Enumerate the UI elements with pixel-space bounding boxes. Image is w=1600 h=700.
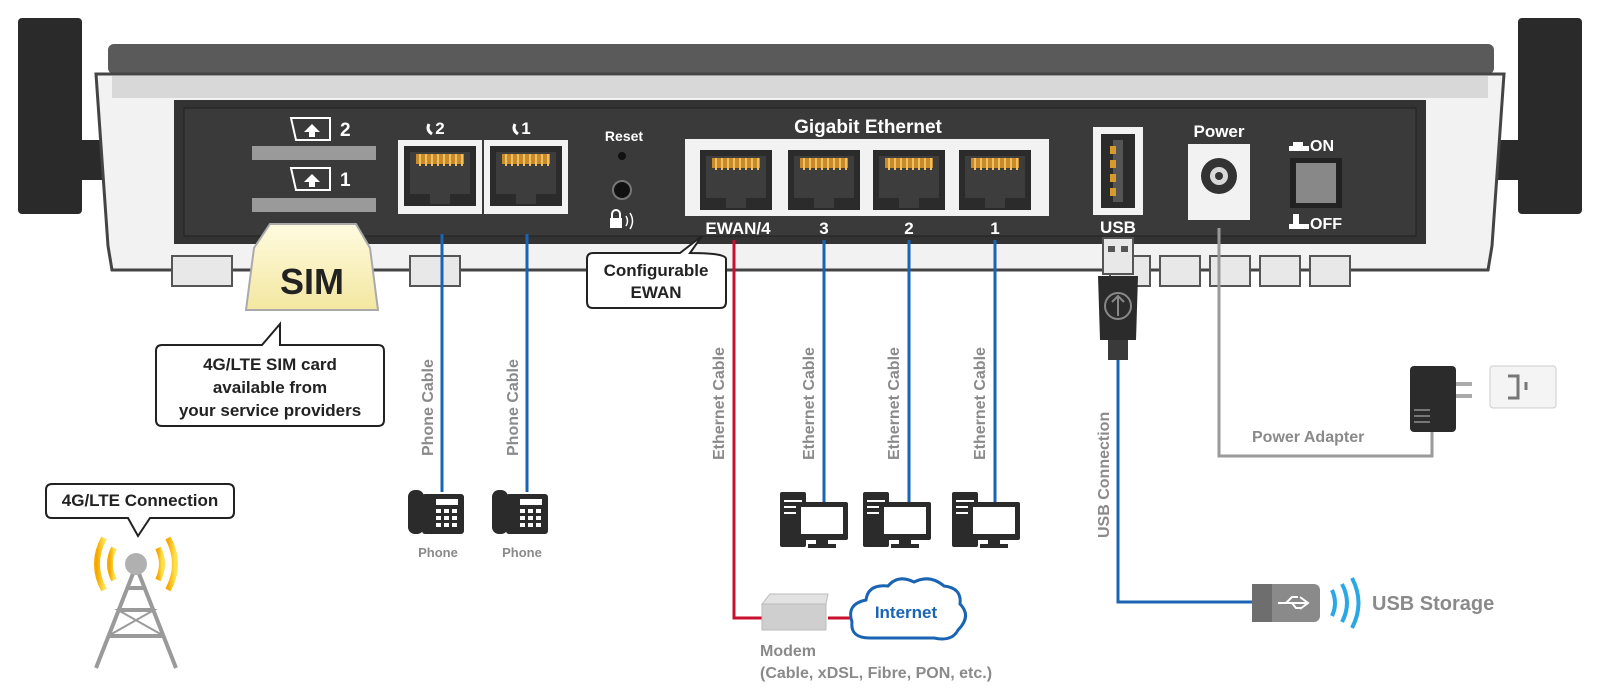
switch-on-label: ON [1310, 138, 1334, 155]
configurable-ewan-line-1: Configurable [604, 261, 709, 280]
internet-label: Internet [875, 603, 938, 622]
computer-icon [951, 491, 1021, 549]
ethernet-cable-label: Ethernet Cable [886, 347, 903, 460]
ethernet-cable-label: Ethernet Cable [972, 347, 989, 460]
computer-lan-3 [779, 491, 849, 549]
wps-lock-icon [610, 209, 634, 230]
lan-1-label: 1 [990, 219, 999, 238]
usb-symbol-icon [1104, 292, 1132, 320]
lte-connection-label: 4G/LTE Connection [62, 491, 218, 510]
phone-device-2: Phone [408, 490, 464, 560]
usb-label: USB [1100, 218, 1136, 237]
wireless-signal-icon [1330, 577, 1361, 629]
sim-slot-2-label: 2 [340, 120, 351, 141]
lan-2-label: 2 [904, 219, 913, 238]
phone-port-1[interactable]: 1 [484, 119, 568, 214]
modem-types-label: (Cable, xDSL, Fibre, PON, etc.) [760, 665, 992, 682]
phone-label: Phone [418, 545, 458, 560]
sim-card: SIM [244, 223, 380, 311]
sim-note-callout: 4G/LTE SIM card available from your serv… [155, 321, 385, 427]
computer-icon [779, 491, 849, 549]
switch-off-label: OFF [1310, 216, 1342, 233]
lan-3-ethernet-cable: Ethernet Cable [801, 240, 826, 504]
lan-port-1[interactable] [958, 149, 1032, 211]
configurable-ewan-line-2: EWAN [631, 283, 682, 302]
sim-note-line-1: 4G/LTE SIM card [203, 355, 337, 374]
ewan-ethernet-cable: Ethernet Cable [711, 240, 856, 620]
phone-device-1: Phone [492, 490, 548, 560]
sim-card-label: SIM [280, 261, 344, 302]
usb-connection-label: USB Connection [1096, 412, 1113, 538]
phone-icon [408, 490, 464, 534]
ewan-port[interactable] [699, 149, 773, 211]
power-switch[interactable]: ON OFF [1289, 138, 1342, 233]
usb-connection-cable: USB Connection [1096, 360, 1254, 604]
gigabit-ethernet-title: Gigabit Ethernet [794, 117, 942, 138]
modem-label: Modem [760, 643, 816, 660]
cell-tower-icon [94, 536, 178, 669]
ewan-port-label: EWAN/4 [705, 219, 771, 238]
phone-icon [492, 490, 548, 534]
computer-lan-1 [951, 491, 1021, 549]
sim-slot-1[interactable]: 1 [252, 167, 376, 212]
cloud-icon [849, 577, 967, 641]
computer-lan-2 [862, 491, 932, 549]
sim-slot-1-label: 1 [340, 170, 351, 191]
phone-cable-label: Phone Cable [505, 359, 522, 456]
usb-storage-label: USB Storage [1372, 593, 1494, 615]
power-label: Power [1193, 122, 1244, 141]
lan-2-ethernet-cable: Ethernet Cable [886, 240, 911, 504]
wall-outlet-icon [1489, 365, 1557, 409]
handset-icon [426, 123, 433, 136]
sim-eject-icon [289, 167, 331, 191]
power-adapter [1410, 365, 1557, 432]
power-jack[interactable]: Power [1188, 122, 1250, 220]
sim-note-line-3: your service providers [179, 401, 361, 420]
usb-plug [1098, 237, 1138, 360]
phone-cable-label: Phone Cable [420, 359, 437, 456]
reset-label: Reset [605, 128, 643, 144]
ethernet-cable-label: Ethernet Cable [801, 347, 818, 460]
power-adapter-label: Power Adapter [1252, 429, 1364, 446]
phone-label: Phone [502, 545, 542, 560]
sim-arrow-icon [304, 174, 320, 187]
modem: Modem (Cable, xDSL, Fibre, PON, etc.) [760, 593, 992, 682]
sim-slot-2[interactable]: 2 [252, 117, 376, 160]
sim-note-line-2: available from [213, 378, 327, 397]
lan-3-label: 3 [819, 219, 828, 238]
computer-icon [862, 491, 932, 549]
lan-port-3[interactable] [787, 149, 861, 211]
lan-1-ethernet-cable: Ethernet Cable [972, 240, 997, 504]
lan-port-2[interactable] [872, 149, 946, 211]
internet-cloud: Internet [849, 577, 967, 641]
phone-cable-2: Phone Cable [420, 234, 444, 492]
sim-arrow-icon [304, 124, 320, 137]
usb-port[interactable]: USB [1093, 127, 1143, 237]
usb-storage: USB Storage [1252, 577, 1494, 629]
phone-port-2[interactable]: 2 [398, 119, 482, 214]
lte-connection-callout: 4G/LTE Connection [45, 483, 235, 538]
phone-cable-1: Phone Cable [505, 234, 529, 492]
ethernet-cable-label: Ethernet Cable [711, 347, 728, 460]
handset-icon [512, 123, 519, 136]
reset-button[interactable]: Reset [605, 128, 643, 230]
phone-port-2-label: 2 [435, 119, 444, 138]
usb-symbol-icon [1278, 596, 1310, 610]
phone-port-1-label: 1 [521, 119, 530, 138]
power-adapter-cable: Power Adapter [1217, 228, 1434, 458]
configurable-ewan-callout: Configurable EWAN [586, 235, 727, 309]
sim-eject-icon [289, 117, 331, 141]
